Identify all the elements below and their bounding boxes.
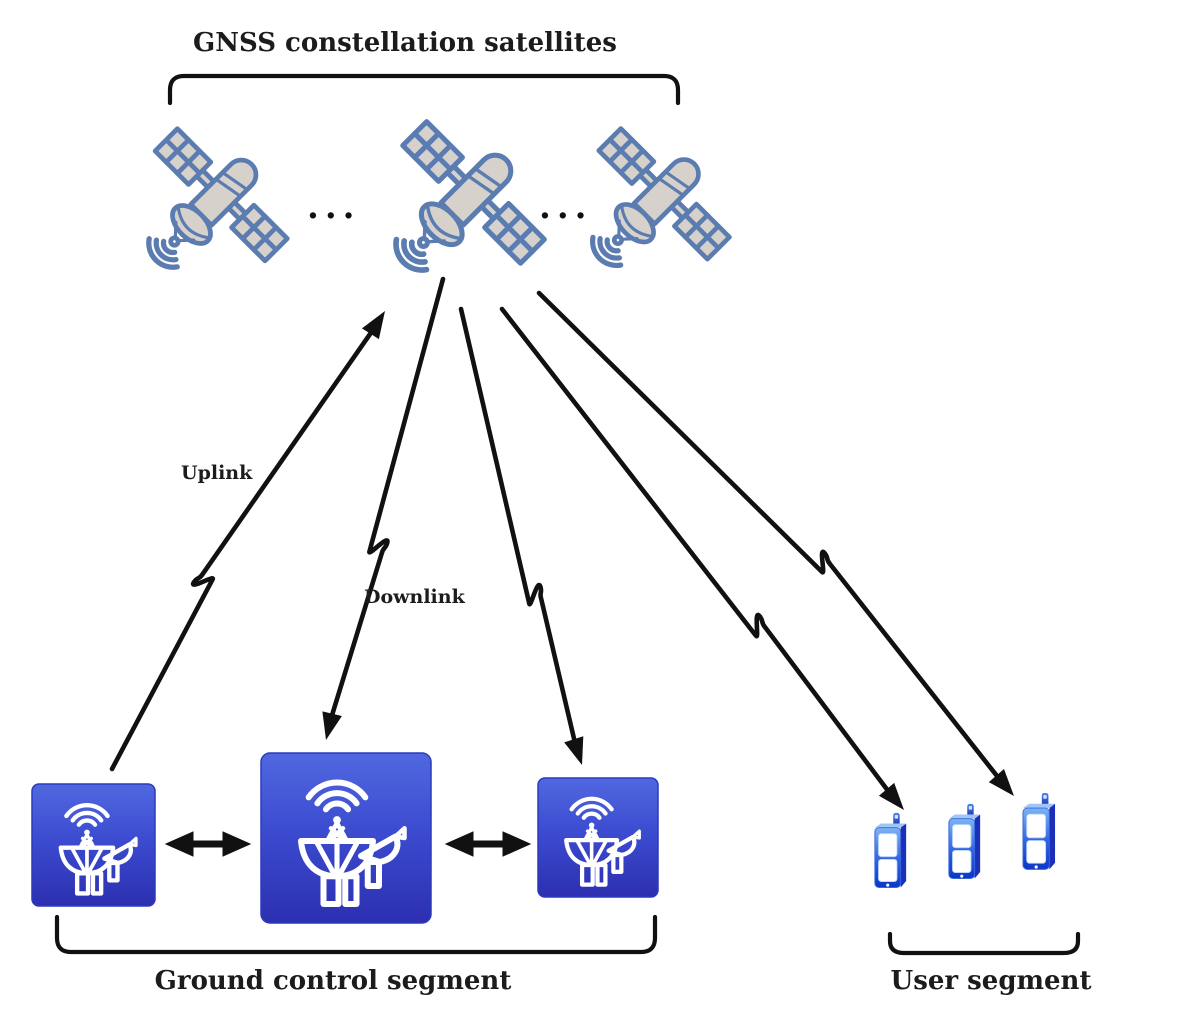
satellite-icon-1 [101, 109, 307, 315]
satellite-constellation [101, 101, 749, 321]
ground-station-2 [260, 752, 432, 924]
satellite-icon-2 [345, 101, 565, 321]
signal-arrow-user-device-1-head [878, 782, 904, 810]
downlink-label: Downlink [364, 586, 465, 608]
ground-segment-label: Ground control segment [154, 966, 512, 996]
constellation-title: GNSS constellation satellites [193, 28, 617, 58]
user-device-icon-2 [948, 803, 981, 879]
signal-arrow-ground-station [458, 306, 578, 747]
signal-arrow-ground-station-head [564, 736, 584, 765]
ground-control-segment [31, 752, 659, 924]
uplink-arrow [109, 327, 376, 772]
uplink-label: Uplink [181, 462, 253, 484]
user-segment-label: User segment [890, 966, 1092, 996]
user-device-icon-1 [874, 812, 907, 888]
signal-arrow-user-device-3-head [988, 769, 1014, 796]
ground-segment-bracket [54, 914, 658, 955]
ground-station-3 [537, 777, 659, 898]
constellation-bracket [167, 73, 681, 106]
user-segment-bracket [887, 931, 1081, 956]
uplink-arrow-head [362, 311, 385, 340]
signal-arrow-user-device-3 [536, 290, 1002, 782]
satellite-ellipsis-left: ... [307, 187, 361, 227]
downlink-arrow [328, 276, 446, 721]
inter-station-link-right [444, 831, 532, 857]
inter-station-link-left [164, 831, 252, 857]
signal-links [109, 276, 1014, 810]
ground-station-1 [31, 783, 156, 907]
user-device-icon-3 [1022, 792, 1056, 870]
signal-arrow-user-device-1 [499, 306, 893, 796]
downlink-arrow-head [322, 711, 342, 740]
satellite-ellipsis-right: ... [539, 187, 593, 227]
